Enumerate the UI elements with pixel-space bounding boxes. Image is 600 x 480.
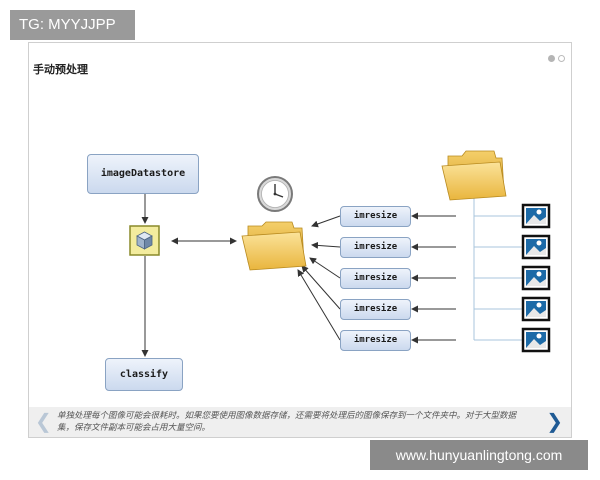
image-file-icon: [521, 327, 551, 353]
pager-dot-1[interactable]: [548, 55, 555, 62]
imresize-node: imresize: [340, 330, 411, 351]
previous-chevron-icon[interactable]: ❮: [35, 409, 52, 433]
image-file-icon: [521, 296, 551, 322]
folder-icon: [241, 221, 307, 271]
watermark: www.hunyuanlingtong.com: [370, 440, 588, 470]
image-file-icon: [521, 234, 551, 260]
cube-icon: [129, 225, 160, 256]
pager-dot-2[interactable]: [558, 55, 565, 62]
image-file-icon: [521, 203, 551, 229]
image-file-icon: [521, 265, 551, 291]
imresize-node: imresize: [340, 237, 411, 258]
classify-node: classify: [105, 358, 183, 391]
pager-dots: [545, 47, 565, 66]
imresize-node: imresize: [340, 268, 411, 289]
imresize-node: imresize: [340, 206, 411, 227]
image-file-icons: [521, 203, 551, 353]
connector-lines: [141, 194, 456, 357]
imresize-node: imresize: [340, 299, 411, 320]
image-datastore-node: imageDatastore: [87, 154, 199, 194]
clock-icon: [257, 176, 293, 212]
caption-text: 单独处理每个图像可能会很耗时。如果您要使用图像数据存储，还需要将处理后的图像保存…: [57, 411, 517, 433]
folder-icon: [441, 150, 507, 201]
caption-bar: ❮ 单独处理每个图像可能会很耗时。如果您要使用图像数据存储，还需要将处理后的图像…: [29, 407, 571, 437]
folder-tree-lines: [473, 198, 522, 341]
next-chevron-icon[interactable]: ❯: [546, 409, 563, 433]
tg-badge: TG: MYYJJPP: [10, 10, 135, 40]
slide-title: 手动预处理: [33, 63, 88, 76]
